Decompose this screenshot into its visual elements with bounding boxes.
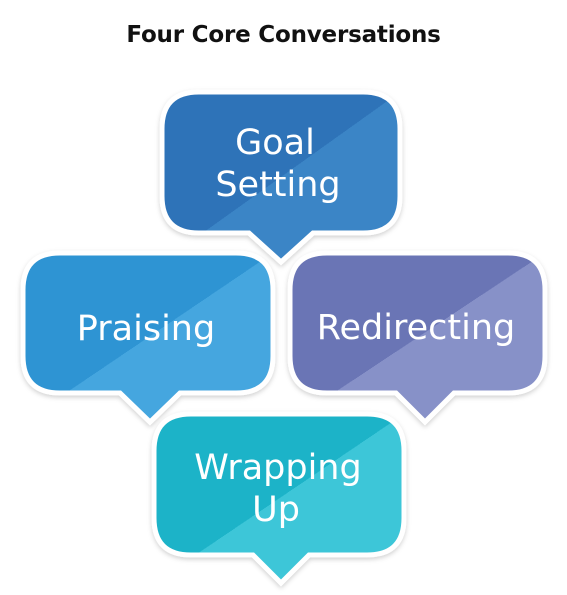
diagram-title: Four Core Conversations bbox=[126, 22, 441, 48]
bubble-wrapping-up-line-1: Wrapping bbox=[194, 448, 361, 488]
bubble-redirecting: Redirecting bbox=[287, 250, 548, 426]
bubble-goal-setting-line-2: Setting bbox=[215, 165, 340, 205]
bubble-wrapping-up-line-2: Up bbox=[252, 490, 300, 530]
bubble-praising: Praising bbox=[20, 250, 276, 426]
bubble-goal-setting-line-1: Goal bbox=[235, 123, 315, 163]
bubble-goal-setting: Goal Setting bbox=[159, 89, 403, 266]
bubble-wrapping-up: Wrapping Up bbox=[151, 411, 407, 587]
bubble-praising-label: Praising bbox=[77, 309, 215, 349]
bubble-redirecting-label: Redirecting bbox=[317, 308, 515, 348]
